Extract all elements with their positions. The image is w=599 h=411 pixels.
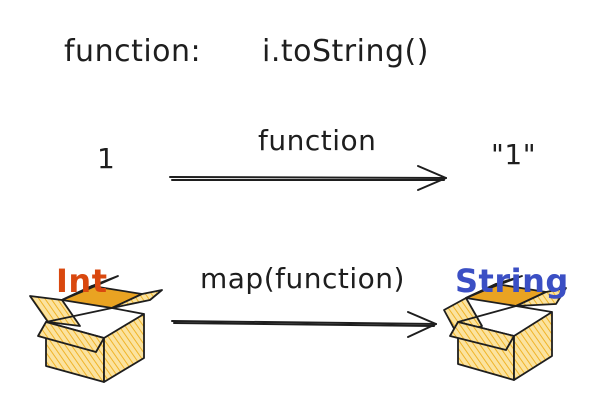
int-type-label: Int <box>56 262 108 300</box>
function-arrow <box>169 165 447 191</box>
map-arrow <box>171 311 437 338</box>
function-code: i.toString() <box>262 34 429 69</box>
string-type-label: String <box>455 262 569 300</box>
int-box-icon <box>29 275 163 383</box>
string-box-icon <box>443 275 567 381</box>
function-label: function: <box>64 34 202 69</box>
input-value: 1 <box>97 142 116 175</box>
function-arrow-label: function <box>258 124 377 157</box>
map-arrow-label: map(function) <box>200 262 405 295</box>
output-value: "1" <box>491 138 537 171</box>
